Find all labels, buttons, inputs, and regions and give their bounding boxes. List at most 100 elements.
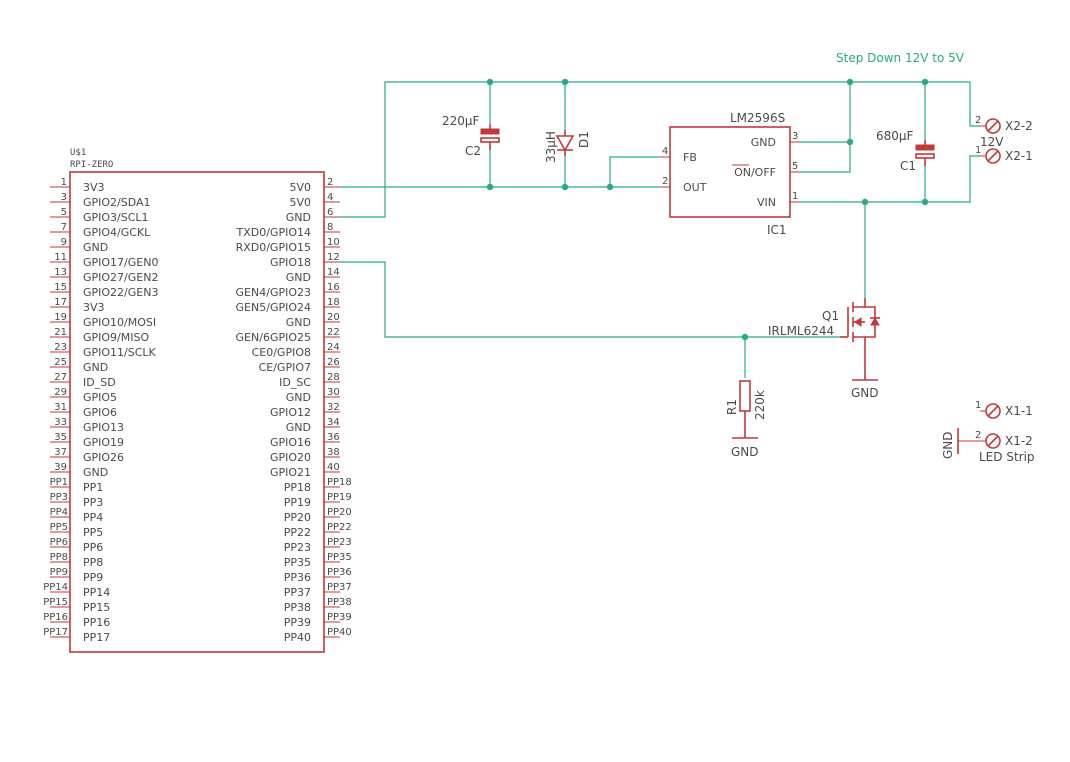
pin-label: PP17 — [83, 631, 110, 644]
pin-label: PP20 — [284, 511, 311, 524]
pin-label: GPIO16 — [270, 436, 311, 449]
pin-label: GPIO17/GEN0 — [83, 256, 158, 269]
pin-number: PP36 — [327, 567, 352, 578]
pin-label: PP16 — [83, 616, 110, 629]
junction — [741, 333, 749, 341]
r1-gnd-label: GND — [731, 445, 759, 459]
pin-label: 3V3 — [83, 301, 105, 314]
u1-right-pin: 10 RXD0/GPIO15 — [236, 237, 340, 254]
x1-gnd-label: GND — [941, 431, 955, 459]
pin-label: PP40 — [284, 631, 311, 644]
pin-label: PP36 — [284, 571, 311, 584]
ic1-pin-vin: VIN — [757, 196, 776, 209]
pin-number: 35 — [54, 432, 67, 443]
pin-label: PP22 — [284, 526, 311, 539]
ic1-pin-fb: FB — [683, 151, 697, 164]
pin-number: PP15 — [43, 597, 68, 608]
pin-label: PP18 — [284, 481, 311, 494]
u1-left-pin: 25 GND — [50, 357, 108, 374]
resistor-r1: GND R1 220k — [725, 380, 767, 459]
pin-label: GND — [83, 361, 108, 374]
pin-number: 4 — [327, 192, 333, 203]
pin-number: 40 — [327, 462, 340, 473]
c2-plate-pos — [480, 128, 500, 135]
junction — [606, 183, 614, 191]
pin-label: GPIO18 — [270, 256, 311, 269]
q1-diode — [870, 316, 880, 326]
u1-ref: U$1 — [70, 148, 86, 158]
r1-value: 220k — [753, 390, 767, 420]
pin-number: 15 — [54, 282, 67, 293]
pin-number: PP19 — [327, 492, 352, 503]
c1-plate-pos — [915, 144, 935, 151]
pin-number: 39 — [54, 462, 67, 473]
d1-ref: D1 — [577, 131, 591, 148]
pin-label: GPIO19 — [83, 436, 124, 449]
u1-right-pin: 36 GPIO16 — [270, 432, 340, 449]
pin-label: GND — [286, 271, 311, 284]
pin-label: PP39 — [284, 616, 311, 629]
pin-number: 36 — [327, 432, 340, 443]
pin-label: GND — [286, 316, 311, 329]
q1-value: IRLML6244 — [768, 324, 834, 338]
ic1-value: LM2596S — [730, 111, 785, 125]
ic1-num-out: 2 — [662, 176, 668, 187]
x2-2-terminal — [985, 118, 1001, 134]
pin-label: GPIO22/GEN3 — [83, 286, 158, 299]
x1-2-label: X1-2 — [1005, 434, 1033, 448]
junction — [846, 78, 854, 86]
pin-number: PP40 — [327, 627, 352, 638]
c1-plate-neg — [915, 153, 935, 159]
pin-label: GEN4/GPIO23 — [236, 286, 311, 299]
pin-number: 22 — [327, 327, 340, 338]
pin-number: 30 — [327, 387, 340, 398]
pin-label: PP5 — [83, 526, 103, 539]
junction — [861, 198, 869, 206]
pin-number: 25 — [54, 357, 67, 368]
x1-2-terminal — [985, 433, 1001, 449]
pin-number: 9 — [61, 237, 67, 248]
pin-label: RXD0/GPIO15 — [236, 241, 311, 254]
pin-number: 23 — [54, 342, 67, 353]
mosfet-q1: Q1 IRLML6244 GND — [768, 298, 880, 400]
d1-value: 33µH — [544, 131, 558, 163]
pin-number: PP6 — [50, 537, 68, 548]
pin-number: PP16 — [43, 612, 68, 623]
diode-d1: 33µH D1 — [544, 130, 591, 163]
u1-left-pin: PP16 PP16 — [43, 612, 110, 629]
pin-number: 10 — [327, 237, 340, 248]
pin-number: 20 — [327, 312, 340, 323]
pin-number: 29 — [54, 387, 67, 398]
x2-2-slash — [987, 120, 999, 132]
pin-number: 16 — [327, 282, 340, 293]
pin-number: PP4 — [50, 507, 68, 518]
pin-number: 8 — [327, 222, 333, 233]
u1-right-pin: PP40 PP40 — [284, 627, 352, 644]
pin-number: PP17 — [43, 627, 68, 638]
pin-label: CE0/GPIO8 — [252, 346, 311, 359]
pin-number: 5 — [61, 207, 67, 218]
lm2596s-symbol: LM2596S IC1 FB OUT GND ON/OFF VIN 4 2 3 … — [660, 111, 800, 237]
